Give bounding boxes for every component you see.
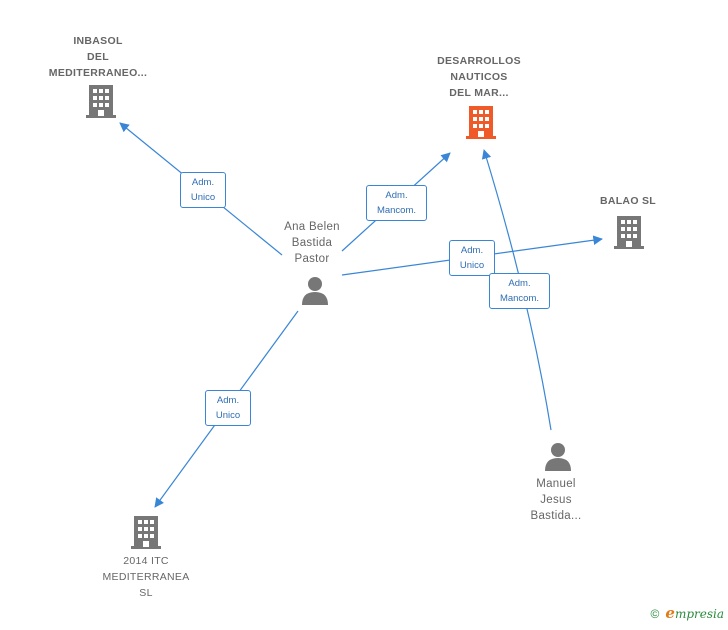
brand-footer: © empresia bbox=[651, 604, 724, 622]
building-icon[interactable] bbox=[614, 215, 644, 249]
person-icon[interactable] bbox=[300, 275, 330, 305]
node-label-balao[interactable]: BALAO SL bbox=[599, 195, 657, 207]
brand-logo-text: mpresia bbox=[674, 607, 724, 621]
edge-label-ana-inbasol[interactable]: Adm. Unico bbox=[180, 172, 226, 208]
edge-label-ana-balao[interactable]: Adm. Unico bbox=[449, 240, 495, 276]
edge-label-ana-desarrollos[interactable]: Adm. Mancom. bbox=[366, 185, 427, 221]
copyright-icon: © bbox=[650, 607, 660, 621]
node-label-desarrollos[interactable]: DESARROLLOS NAUTICOS DEL MAR... bbox=[437, 55, 521, 99]
node-label-manuel[interactable]: Manuel Jesus Bastida... bbox=[530, 478, 582, 522]
edge-label-ana-itc[interactable]: Adm. Unico bbox=[205, 390, 251, 426]
node-label-inbasol[interactable]: INBASOL DEL MEDITERRANEO... bbox=[48, 35, 148, 79]
brand-logo-initial: e bbox=[665, 604, 675, 622]
building-icon[interactable] bbox=[86, 84, 116, 118]
edge-label-manuel-desarrollos[interactable]: Adm. Mancom. bbox=[489, 273, 550, 309]
building-icon[interactable] bbox=[131, 515, 161, 549]
building-icon-focus[interactable] bbox=[466, 105, 496, 139]
person-icon[interactable] bbox=[543, 441, 573, 471]
node-label-itc[interactable]: 2014 ITC MEDITERRANEA SL bbox=[102, 555, 190, 599]
node-label-ana[interactable]: Ana Belen Bastida Pastor bbox=[284, 221, 340, 265]
